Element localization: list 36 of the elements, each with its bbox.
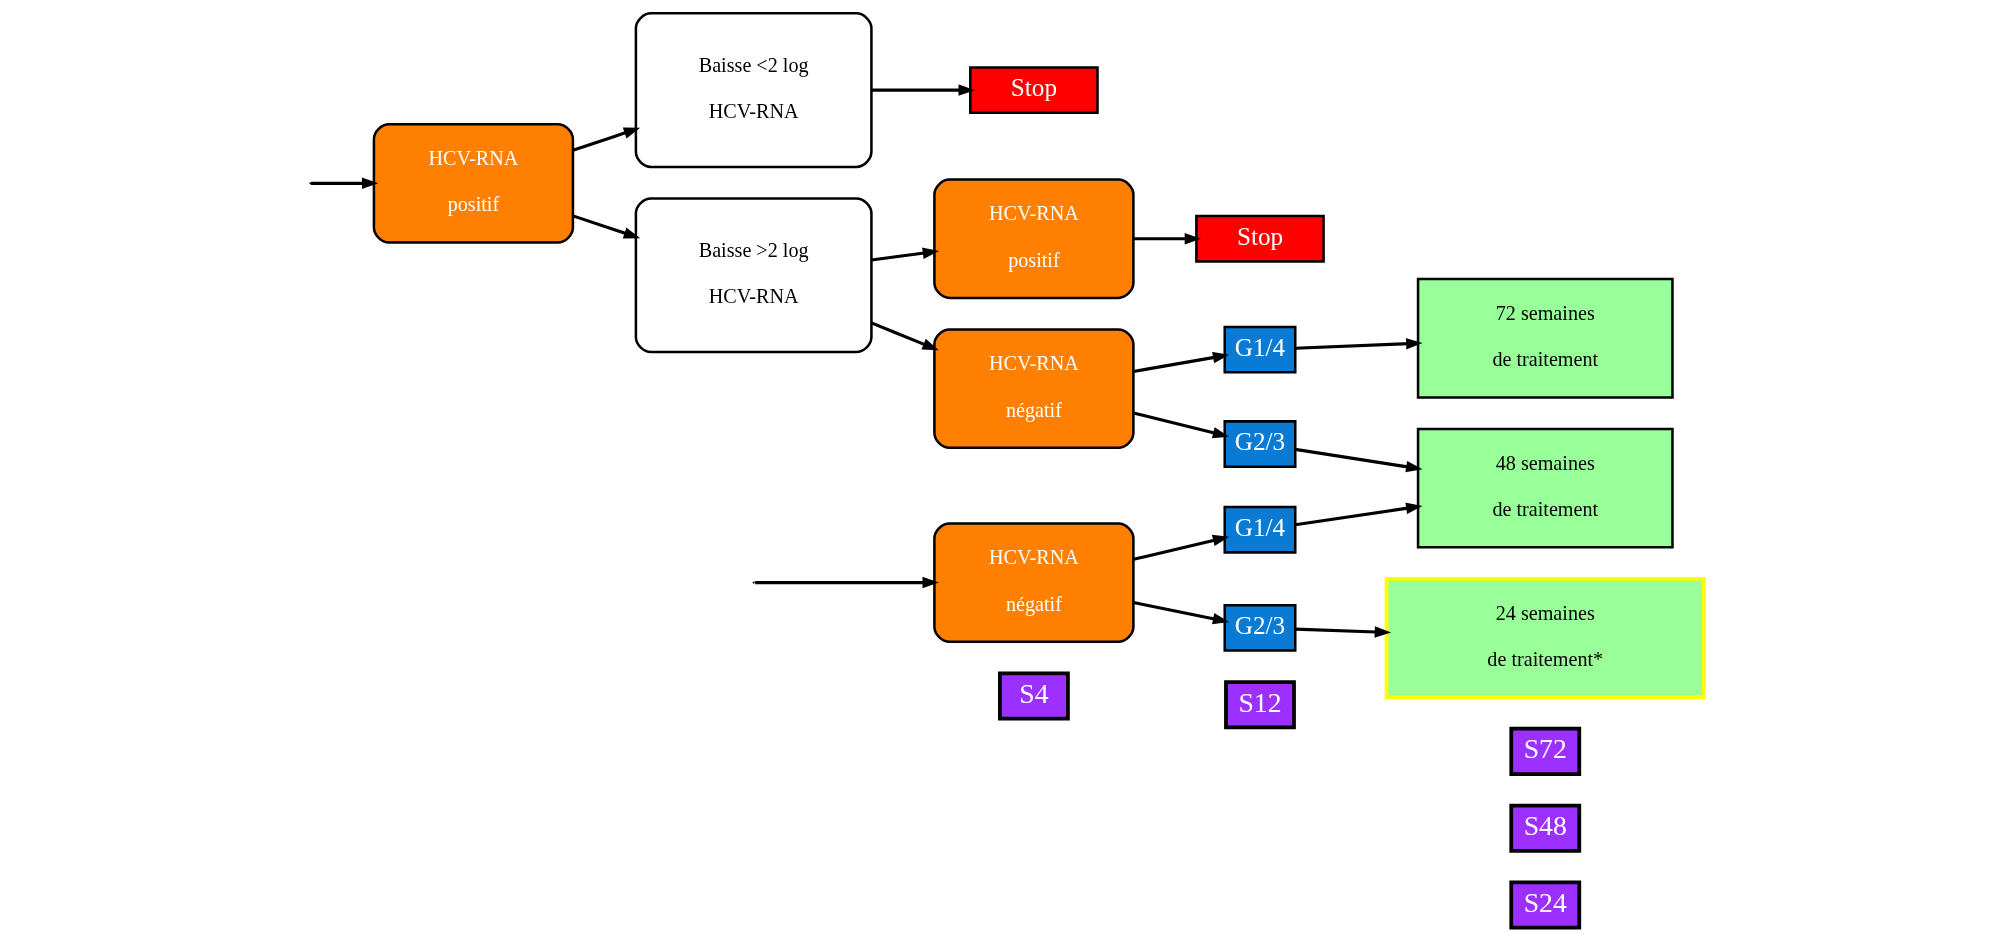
node-box: S24 xyxy=(1508,880,1581,930)
arrow xyxy=(1132,534,1229,561)
node-box: 48 semaines de traitement xyxy=(1416,427,1674,549)
arrow xyxy=(1294,338,1422,350)
arrow xyxy=(754,576,939,589)
node-box: HCV-RNA négatif xyxy=(932,328,1135,450)
node-box: HCV-RNA positif xyxy=(372,122,574,244)
node-box: G2/3 xyxy=(1222,420,1296,468)
arrow xyxy=(871,84,975,96)
arrow xyxy=(1133,233,1201,245)
arrow xyxy=(1294,502,1422,527)
arrow xyxy=(1132,351,1229,373)
arrow xyxy=(1132,411,1229,439)
node-box: 72 semaines de traitement xyxy=(1416,277,1674,399)
node-box: S4 xyxy=(997,671,1070,721)
node-box: S48 xyxy=(1508,803,1581,853)
node-box: HCV-RNA positif xyxy=(932,178,1135,300)
arrow xyxy=(870,247,939,262)
node-box: G2/3 xyxy=(1222,604,1296,652)
node-box: S12 xyxy=(1223,680,1296,730)
node-box: Stop xyxy=(1194,214,1325,263)
node-box: Baisse >2 log HCV-RNA xyxy=(634,197,873,354)
arrow xyxy=(572,214,640,239)
node-box: Stop xyxy=(968,66,1099,115)
node-box: 24 semaines de traitement* xyxy=(1384,576,1706,700)
node-box: G1/4 xyxy=(1222,505,1296,554)
node-box: Baisse <2 log HCV-RNA xyxy=(634,12,873,169)
arrow xyxy=(310,177,378,190)
arrow xyxy=(1132,601,1229,625)
node-box: HCV-RNA négatif xyxy=(932,522,1135,644)
arrow xyxy=(1294,626,1391,638)
arrow xyxy=(1294,447,1422,473)
node-box: G1/4 xyxy=(1222,325,1296,374)
node-box: S72 xyxy=(1508,726,1581,776)
arrow xyxy=(572,127,640,152)
arrow xyxy=(870,321,939,351)
